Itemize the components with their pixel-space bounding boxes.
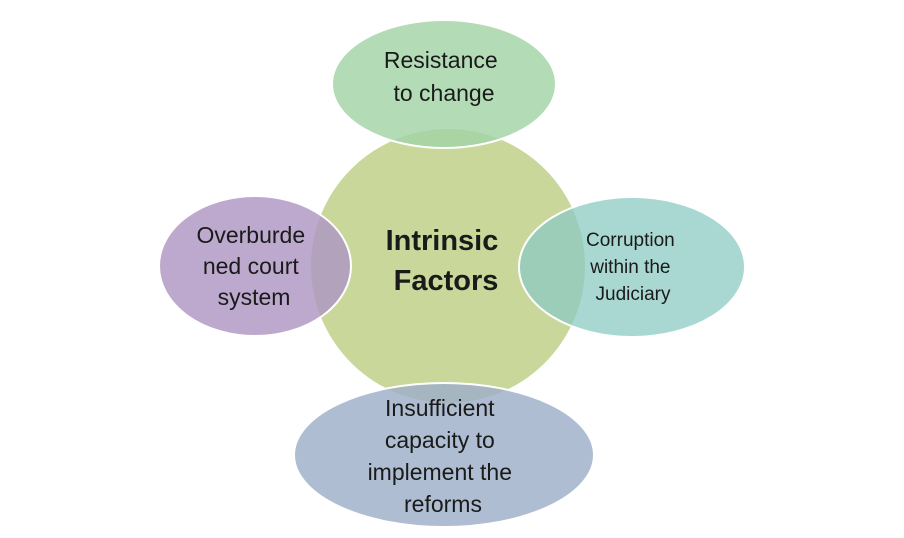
resistance-line: to change <box>393 80 494 106</box>
capacity-line: implement the <box>368 459 512 485</box>
capacity-line: Insufficient <box>385 395 495 421</box>
resistance-ellipse <box>331 19 557 149</box>
overburdened-line: system <box>218 284 291 310</box>
center-line: Factors <box>394 265 499 297</box>
center-label: Intrinsic Factors <box>386 225 507 297</box>
overburdened-line: ned court <box>203 253 300 279</box>
overburdened-line: Overburde <box>196 222 305 248</box>
resistance-label: Resistance to change <box>384 47 504 106</box>
capacity-line: capacity to <box>385 427 495 453</box>
overburdened-label: Overburde ned court system <box>196 222 311 310</box>
corruption-line: Judiciary <box>596 284 671 305</box>
capacity-label: Insufficient capacity to implement the r… <box>368 395 519 517</box>
overburdened-ellipse <box>158 195 352 337</box>
corruption-ellipse <box>518 196 746 338</box>
center-line: Intrinsic <box>386 225 499 257</box>
corruption-line: Corruption <box>586 230 675 251</box>
capacity-line: reforms <box>404 491 482 517</box>
corruption-label: Corruption within the Judiciary <box>586 230 680 305</box>
corruption-line: within the <box>589 257 670 278</box>
capacity-ellipse <box>293 382 595 528</box>
resistance-line: Resistance <box>384 47 498 73</box>
